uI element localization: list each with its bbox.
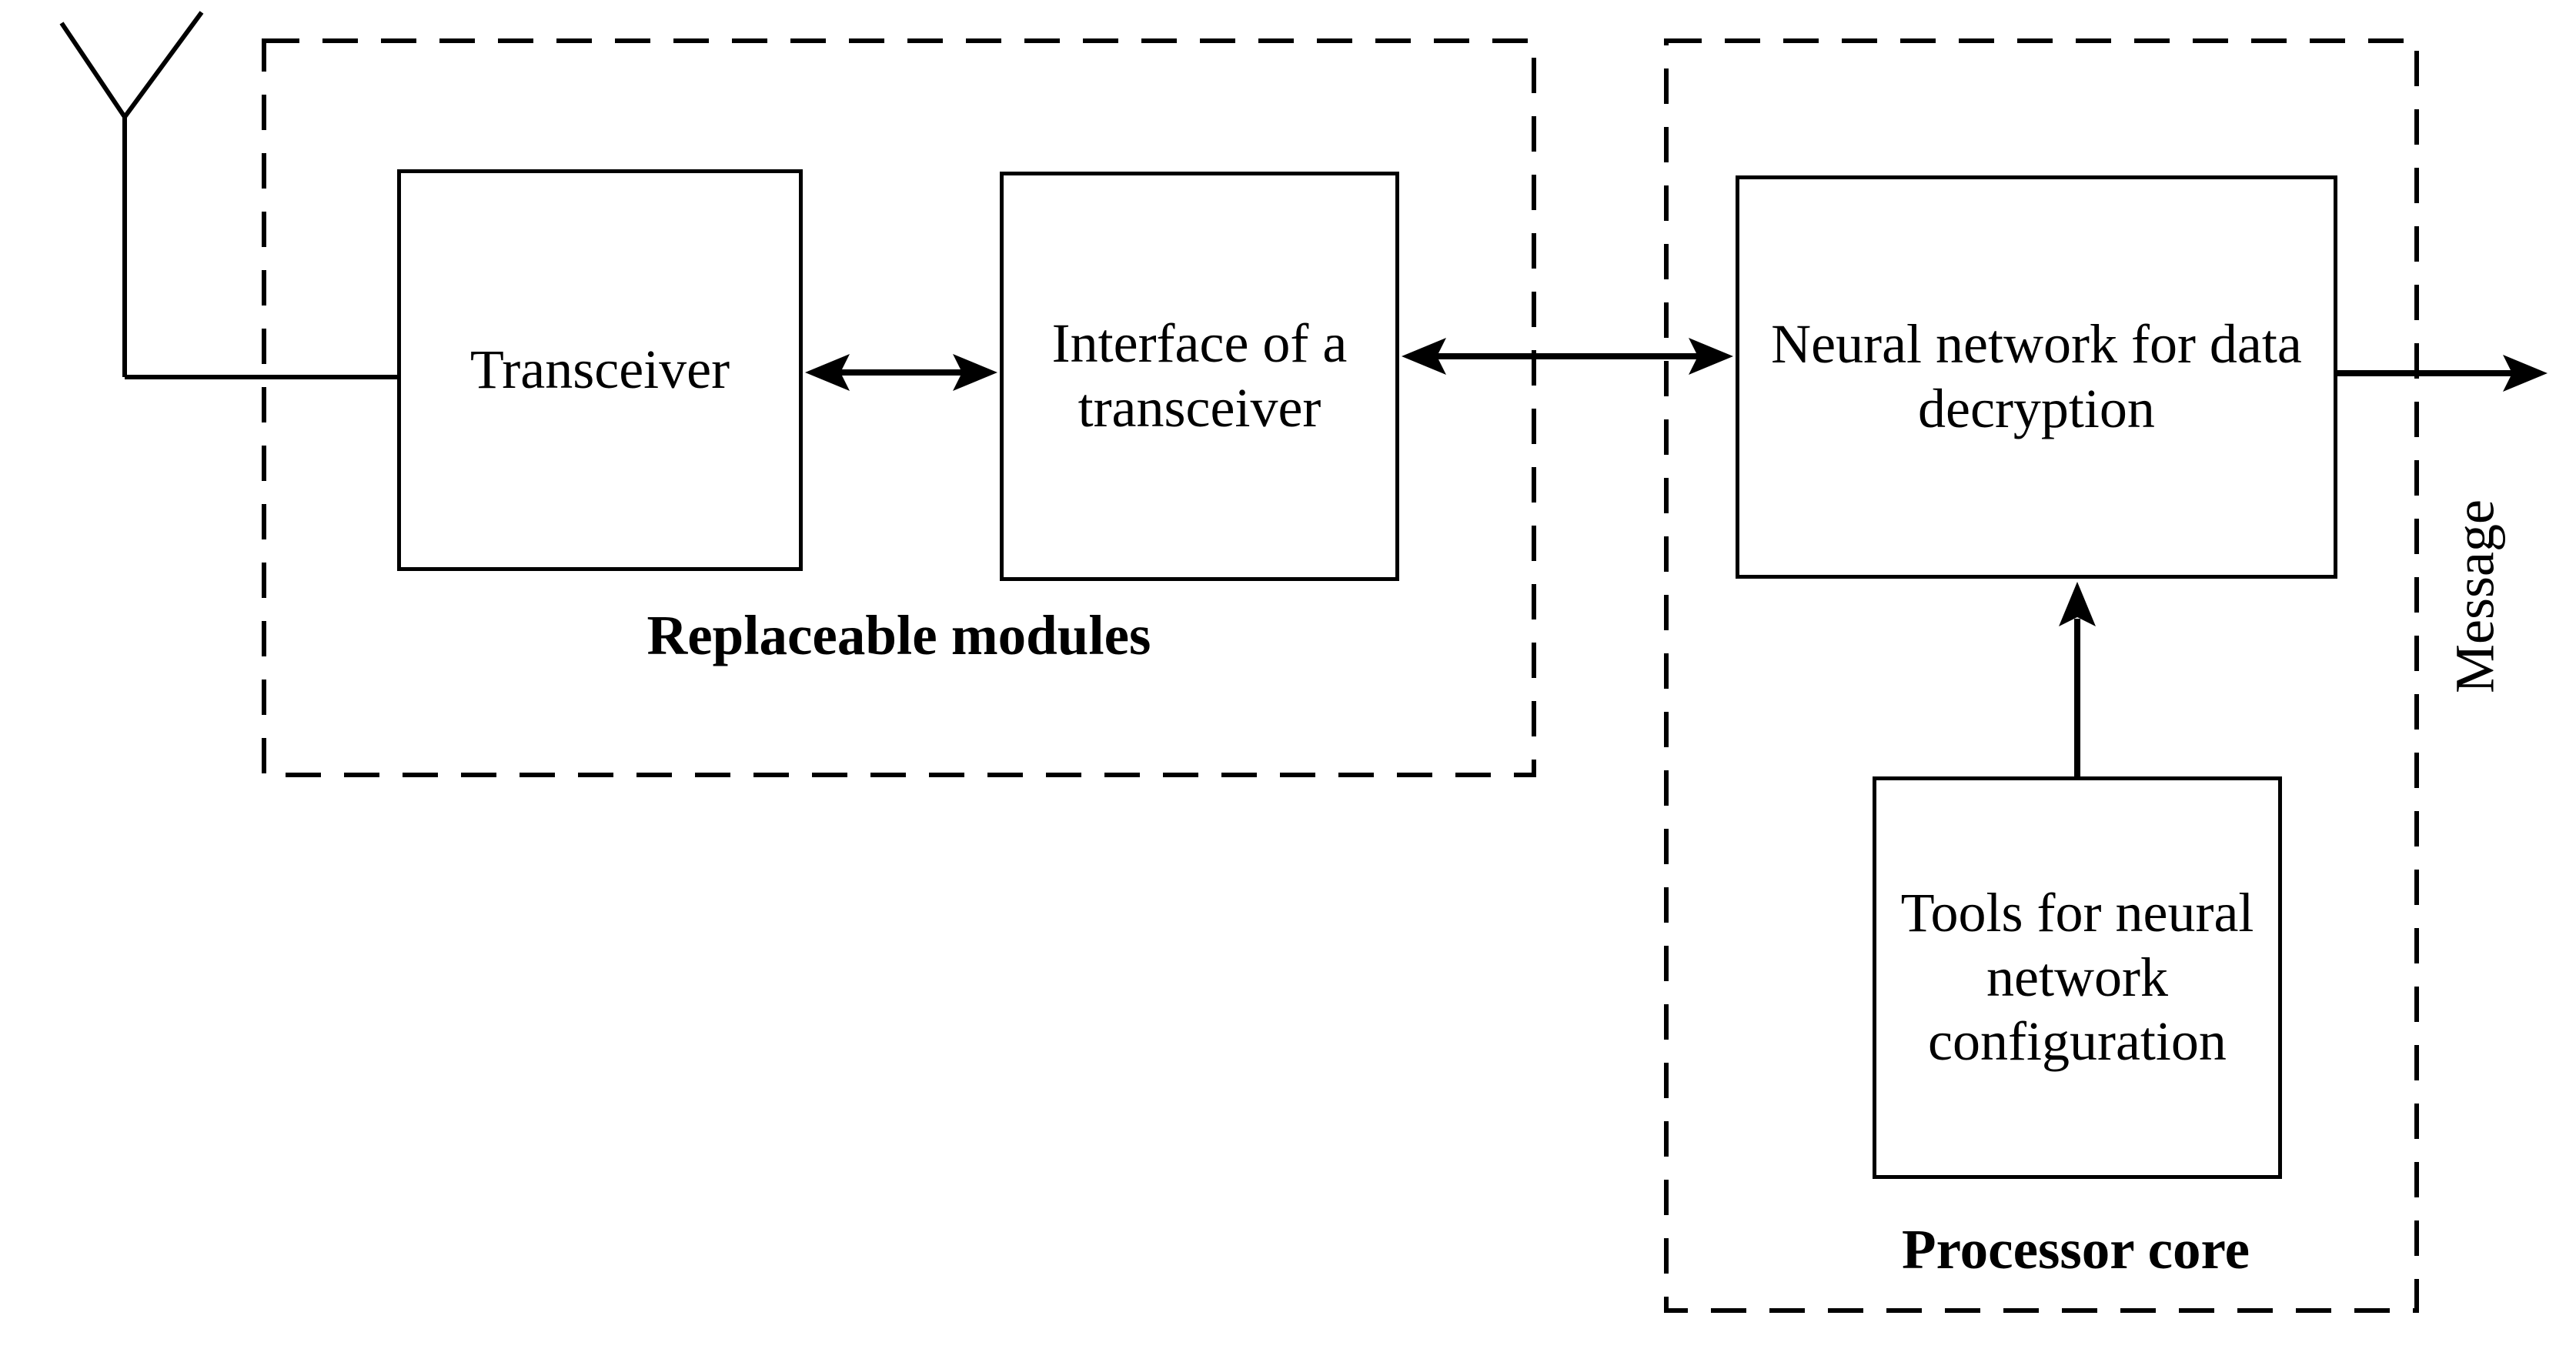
nn-config-tools-block: Tools for neural network configuration	[1873, 776, 2282, 1179]
transceiver-interface-block: Interface of a transceiver	[1000, 172, 1399, 581]
transceiver-interface-label: Interface of a transceiver	[1051, 312, 1348, 439]
transceiver-interface-arrow	[805, 354, 997, 391]
tools-neural-arrow	[2059, 582, 2096, 779]
replaceable-modules-frame	[262, 38, 1536, 777]
processor-core-caption: Processor core	[1901, 1218, 2250, 1281]
replaceable-modules-caption: Replaceable modules	[647, 604, 1151, 666]
transceiver-label: Transceiver	[469, 339, 730, 401]
antenna-icon	[59, 11, 204, 377]
message-label: Message	[2444, 499, 2506, 693]
processor-core-frame	[1664, 38, 2419, 1313]
transceiver-block: Transceiver	[397, 169, 803, 571]
message-output-arrow	[2337, 355, 2548, 392]
neural-network-block: Neural network for data decryption	[1736, 175, 2337, 579]
neural-network-label: Neural network for data decryption	[1771, 313, 2302, 439]
nn-config-tools-label: Tools for neural network configuration	[1900, 882, 2254, 1073]
interface-neural-arrow	[1402, 338, 1733, 375]
